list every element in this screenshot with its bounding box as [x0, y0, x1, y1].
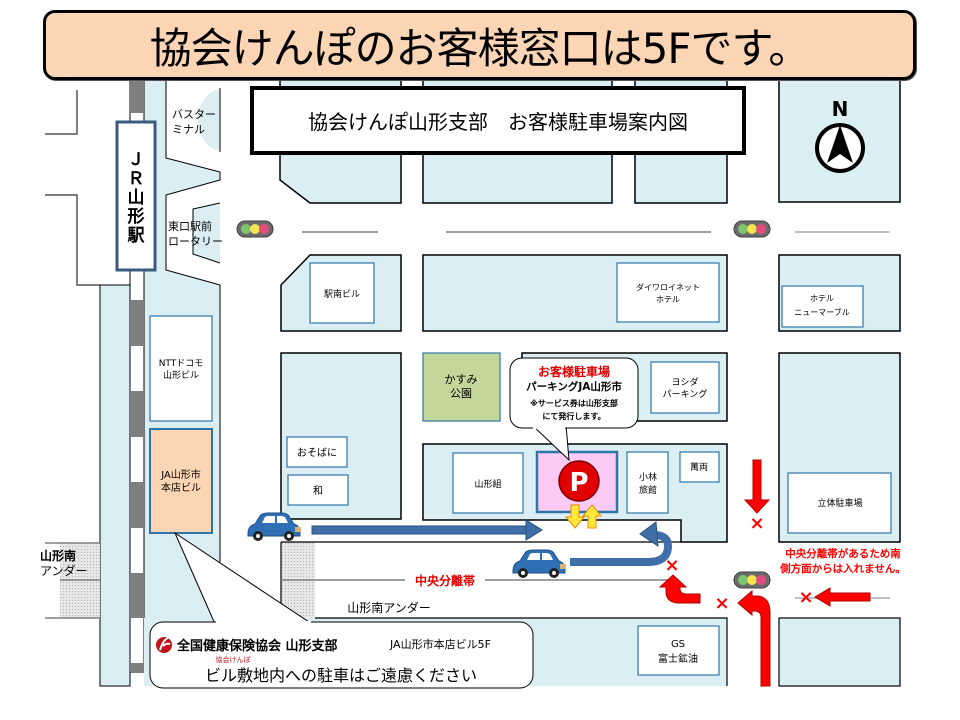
office-org-sub: 協会けんぽ: [216, 655, 251, 664]
station-char-1: Ｊ: [128, 150, 145, 170]
label-ja-2: 本店ビル: [161, 481, 201, 494]
label-ntt-1: NTTドコモ: [159, 359, 204, 369]
building-gas-station: [637, 625, 720, 676]
bus-terminal-island: [198, 90, 220, 150]
label-ja-1: JA山形市: [160, 468, 201, 481]
parking-callout-name: パーキングJA山形市: [526, 380, 622, 393]
car-icon: [512, 549, 567, 579]
warning-text-1: 中央分離帯があるため南: [785, 547, 901, 560]
building-ntt-docomo: [149, 315, 213, 422]
building-daiwa-roynet-hotel: [616, 262, 720, 323]
label-kobayashi-2: 旅館: [639, 484, 657, 496]
label-ekinan: 駅南ビル: [324, 288, 360, 300]
no-entry-arrows: [658, 459, 871, 687]
entry-exit-arrows-icon: [564, 504, 603, 529]
parking-callout: お客様駐車場 パーキングJA山形市 ※サービス券は山形支部 にて発行します。: [509, 357, 639, 462]
kyokai-kenpo-logo-icon: [156, 637, 172, 653]
red-turn-arrow-icon: [658, 574, 701, 604]
west-underpass-label-1: 山形南: [40, 548, 76, 563]
west-sidewalk: [99, 284, 131, 687]
label-kasumi-1: かすみ: [445, 373, 478, 386]
parking-p-icon: P: [558, 460, 600, 502]
red-left-arrow-icon: [814, 587, 871, 607]
traffic-signal-icon: [236, 220, 274, 238]
svg-text:×: ×: [798, 587, 813, 608]
median-label: 中央分離帯: [415, 573, 475, 588]
bus-terminal-label-1: バスター: [172, 108, 216, 121]
west-underpass-label-2: アンダー: [40, 563, 88, 578]
header-title: 協会けんぽのお客様窓口は5Fです。: [149, 23, 811, 73]
red-turn-arrow-icon: [737, 589, 771, 687]
parking-callout-note-1: ※サービス券は山形支部: [530, 398, 618, 408]
bus-terminal-label-2: ミナル: [172, 123, 205, 136]
kasumi-park: [422, 352, 501, 422]
traffic-signal-icon: [733, 220, 771, 238]
map-title-box: 協会けんぽ山形支部 お客様駐車場案内図: [250, 86, 746, 155]
parking-callout-note-2: にて発行します。: [542, 411, 605, 421]
label-ntt-2: 山形ビル: [163, 369, 199, 381]
label-daiwa-1: ダイワロイネット: [636, 282, 700, 292]
svg-text:×: ×: [664, 555, 679, 576]
building-osobani: [286, 436, 348, 468]
building-rittai-parking: [787, 472, 892, 534]
building-yamagata-gumi: [452, 452, 524, 514]
station-char-4: 形: [128, 206, 145, 227]
building-nagomi: [287, 474, 349, 506]
label-rittai-parking: 立体駐車場: [817, 497, 862, 509]
no-entry-x-icon: × × × ×: [664, 513, 813, 614]
label-new-marble-2: ニューマーブル: [794, 307, 850, 317]
label-kobayashi-1: 小林: [639, 471, 657, 483]
route-arrow-uturn: [570, 521, 673, 566]
label-new-marble-1: ホテル: [810, 294, 834, 303]
map-title: 協会けんぽ山形支部 お客様駐車場案内図: [308, 110, 688, 134]
label-gs-1: GS: [671, 639, 685, 650]
jr-yamagata-station: [115, 120, 157, 272]
header-banner: 協会けんぽのお客様窓口は5Fです。: [43, 10, 916, 80]
building-yoshida-parking: [650, 361, 720, 414]
parking-callout-title: お客様駐車場: [538, 364, 610, 379]
traffic-signal-icon: [733, 571, 771, 589]
office-address: JA山形市本店ビル5F: [389, 637, 491, 651]
warning-text-2: 側方面からは入れません。: [779, 562, 906, 575]
label-yoshida-1: ヨシダ: [671, 376, 698, 388]
office-notice: ビル敷地内への駐車はご遠慮ください: [205, 666, 477, 685]
block-south-east: [778, 617, 901, 687]
building-ekinan: [309, 262, 375, 324]
svg-text:P: P: [569, 468, 588, 498]
rotary-label-2: ロータリー: [168, 235, 223, 248]
label-daiwa-2: ホテル: [656, 295, 680, 304]
label-manryo: 萬両: [690, 461, 708, 473]
station-char-5: 駅: [127, 226, 146, 246]
station-char-2: Ｒ: [128, 169, 145, 189]
office-callout: 全国健康保険協会 山形支部 協会けんぽ JA山形市本店ビル5F ビル敷地内への駐…: [149, 531, 534, 689]
office-org-name: 全国健康保険協会 山形支部: [176, 638, 338, 654]
label-nagomi: 和: [313, 485, 323, 497]
label-osobani: おそばに: [297, 447, 337, 459]
label-yamagata-gumi: 山形組: [474, 478, 501, 490]
label-kasumi-2: 公園: [450, 387, 472, 400]
label-gs-2: 富士鉱油: [658, 652, 698, 665]
underpass-label: 山形南アンダー: [347, 600, 431, 615]
building-hotel-new-marble: [781, 285, 864, 328]
north-compass-icon: N: [815, 97, 865, 173]
building-kobayashi-ryokan: [626, 451, 669, 514]
route-arrow-straight: [311, 519, 543, 541]
building-ja-honten: [149, 428, 213, 534]
label-yoshida-2: パーキング: [663, 388, 708, 400]
rotary-island: [193, 203, 220, 263]
svg-text:×: ×: [714, 593, 729, 614]
svg-text:×: ×: [749, 513, 764, 534]
building-manryo: [679, 451, 720, 483]
svg-text:N: N: [832, 97, 849, 121]
rotary-label-1: 東口駅前: [168, 219, 212, 233]
red-down-arrow-icon: [743, 459, 771, 514]
west-road-edges: [45, 90, 100, 286]
station-char-3: 山: [128, 188, 145, 208]
